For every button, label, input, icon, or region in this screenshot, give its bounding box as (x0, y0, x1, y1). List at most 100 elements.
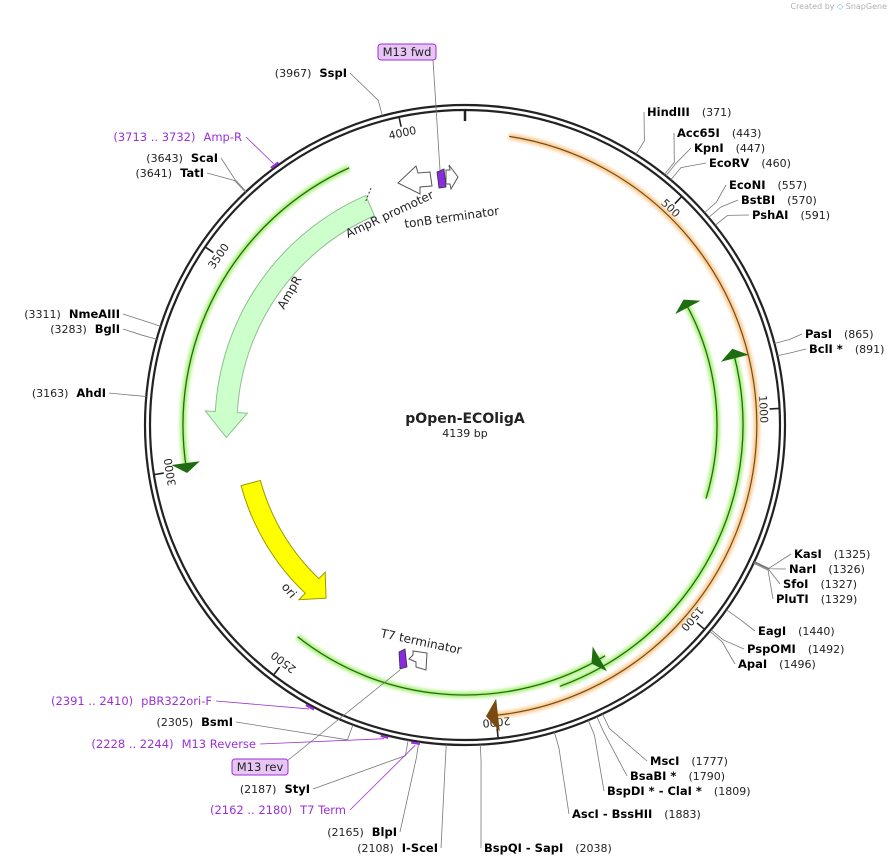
green-arc-inner-glow (682, 300, 720, 500)
enzyme-site-ecorv[interactable]: EcoRV(460) (670, 156, 791, 181)
enzyme-site-bstbi[interactable]: BstBI(570) (708, 193, 817, 218)
enzyme-site-scai[interactable]: (3643)ScaI (146, 151, 247, 192)
enzyme-coord: (447) (736, 142, 766, 155)
green-arc-inner-head (675, 299, 701, 315)
enzyme-label: (2305)BsmI (157, 715, 233, 729)
enzyme-label: BclI *(891) (809, 342, 884, 356)
enzyme-site-ahdi[interactable]: (3163)AhdI (32, 386, 147, 400)
enzyme-site-styi[interactable]: (2187)StyI (240, 739, 409, 796)
enzyme-name: BlpI (372, 825, 397, 839)
enzyme-coord: (1777) (691, 755, 728, 768)
ori-feature-arrow[interactable] (240, 479, 327, 601)
enzyme-coord: (1440) (798, 625, 835, 638)
enzyme-coord: (3643) (146, 152, 183, 165)
enzyme-label: BsaBI *(1790) (630, 769, 725, 783)
enzyme-label: PluTI(1329) (776, 592, 857, 606)
enzyme-label: (3163)AhdI (32, 386, 106, 400)
enzyme-name: PluTI (776, 592, 809, 606)
enzyme-site-econi[interactable]: EcoNI(557) (704, 178, 807, 214)
tonb-terminator-shape[interactable] (436, 168, 447, 189)
primer-range: (2391 .. 2410) (51, 694, 133, 708)
enzyme-name: BspQI - SapI (484, 841, 563, 855)
enzyme-site-nari[interactable]: NarI(1326) (754, 561, 865, 576)
green-arc-left (182, 167, 350, 470)
enzyme-site-pspomi[interactable]: PspOMI(1492) (710, 629, 844, 656)
primer-leader (245, 136, 274, 164)
enzyme-coord: (3163) (32, 387, 69, 400)
primer-label: (3713 .. 3732)Amp-R (113, 130, 242, 144)
enzyme-label: (2165) BlpI (327, 825, 397, 839)
enzyme-site-sspi[interactable]: (3967)SspI (275, 66, 383, 116)
enzyme-label: KpnI(447) (694, 141, 765, 155)
enzyme-label: (3967)SspI (275, 66, 347, 80)
enzyme-label: BspQI - SapI(2038) (484, 841, 612, 855)
enzyme-site-kpni[interactable]: KpnI(447) (665, 141, 765, 177)
enzyme-site-tati[interactable]: (3641)TatI (136, 166, 246, 193)
primer-pbr322ori-f[interactable]: (2391 .. 2410) pBR322ori-F (51, 694, 315, 711)
primer-t7-term[interactable]: (2162 .. 2180)T7 Term (210, 741, 421, 818)
primer-name: pBR322ori-F (141, 694, 212, 708)
enzyme-site-i-scei[interactable]: (2108)I-SceI (357, 744, 447, 855)
enzyme-leader (664, 132, 675, 175)
enzyme-site-apai[interactable]: ApaI(1496) (709, 630, 816, 671)
enzyme-leader (122, 313, 161, 327)
enzyme-label: ApaI(1496) (738, 657, 816, 671)
enzyme-leader (440, 744, 447, 849)
enzyme-label: EcoRV(460) (709, 156, 791, 170)
enzyme-name: StyI (284, 782, 310, 796)
enzyme-name: BspDI * - ClaI * (607, 784, 702, 798)
enzyme-site-msci[interactable]: MscI(1777) (602, 713, 728, 768)
enzyme-site-acc65i[interactable]: Acc65I(443) (664, 126, 761, 175)
enzyme-site-bspqi-sapi[interactable]: BspQI - SapI(2038) (479, 744, 612, 855)
tick-2000 (496, 728, 499, 739)
enzyme-site-nmeaiii[interactable]: (3311)NmeAIII (24, 307, 161, 327)
enzyme-site-pshai[interactable]: PshAI(591) (714, 208, 830, 226)
tick-500 (674, 195, 683, 205)
primer-amp-r[interactable]: (3713 .. 3732)Amp-R (113, 130, 280, 169)
enzyme-leader (596, 716, 628, 777)
snapgene-credit: Created by ◇ SnapGene (790, 2, 887, 11)
enzyme-leader (220, 157, 247, 192)
enzyme-name: PasI (805, 327, 832, 341)
enzyme-site-bcli[interactable]: BclI *(891) (777, 342, 884, 357)
primer-leader (259, 738, 384, 745)
enzyme-label: HindIII(371) (647, 105, 731, 119)
green-arc-right (559, 351, 744, 687)
enzyme-label: PspOMI(1492) (747, 642, 844, 656)
tick-label-3000: 3000 (162, 457, 179, 487)
tick-3500 (204, 246, 214, 254)
enzyme-site-bsmi[interactable]: (2305)BsmI (157, 715, 354, 741)
enzyme-site-kasi[interactable]: KasI(1325) (754, 547, 870, 569)
enzyme-name: TatI (180, 166, 204, 180)
enzyme-site-eagi[interactable]: EagI(1440) (726, 609, 835, 638)
primer-range: (2228 .. 2244) (91, 737, 173, 751)
enzyme-site-bsabi[interactable]: BsaBI *(1790) (596, 716, 725, 783)
enzyme-site-asci-bsshii[interactable]: AscI - BssHII(1883) (554, 732, 701, 821)
enzyme-site-bgli[interactable]: (3283)BglI (50, 322, 157, 340)
t7-terminator-shape[interactable] (398, 648, 408, 670)
m13-rev-label-group[interactable]: M13 rev (231, 669, 401, 776)
m13-fwd-label-group[interactable]: M13 fwd (377, 43, 441, 171)
ampr-feature-arrow[interactable] (204, 194, 376, 439)
primer-arc (305, 703, 315, 711)
enzyme-leader (726, 609, 756, 632)
enzyme-site-blpi[interactable]: (2165) BlpI (327, 741, 420, 839)
enzyme-site-pasi[interactable]: PasI(865) (774, 327, 874, 344)
enzyme-site-pluti[interactable]: PluTI(1329) (753, 562, 858, 606)
enzyme-name: NarI (789, 562, 816, 576)
primer-label: (2391 .. 2410) pBR322ori-F (51, 694, 212, 708)
primer-label: (2228 .. 2244)M13 Reverse (91, 737, 256, 751)
enzyme-site-bspdi-clai[interactable]: BspDI * - ClaI *(1809) (587, 720, 750, 798)
enzyme-coord: (1883) (664, 808, 701, 821)
primer-m13-reverse[interactable]: (2228 .. 2244)M13 Reverse (91, 734, 389, 751)
ampr-promoter-arrow[interactable] (397, 165, 433, 195)
enzyme-leader (710, 629, 745, 650)
green-arc-left-head (171, 461, 200, 473)
enzyme-leader (777, 348, 807, 357)
enzyme-leader (708, 199, 739, 218)
enzyme-coord: (2165) (327, 826, 364, 839)
enzyme-site-sfoi[interactable]: SfoI(1327) (753, 561, 857, 591)
enzyme-leader (554, 732, 570, 815)
enzyme-site-hindiii[interactable]: HindIII(371) (635, 105, 732, 155)
enzyme-coord: (443) (732, 127, 762, 140)
